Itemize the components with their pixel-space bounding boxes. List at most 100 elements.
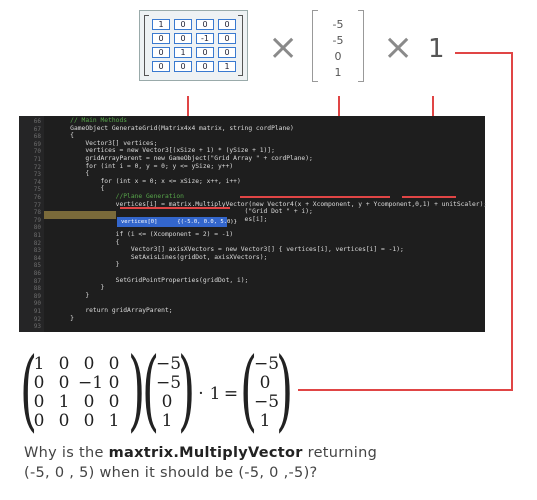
line-number: 74 [33,178,41,186]
matrix-cell: -1 [196,33,214,44]
debug-tooltip[interactable]: vertices[0] {(-5.0, 0.0, 5.0)} [117,217,237,227]
equation-vector-cell: 0 [161,392,173,412]
multiply-sign-1: × [268,27,299,68]
code-line: { [55,170,90,178]
matrix-cell: 1 [218,61,236,72]
paren-right: ) [178,338,196,441]
matrix-cell: 0 [196,47,214,58]
underline [120,207,230,209]
line-number-gutter [19,116,44,332]
equation-matrix-cell: 0 [108,392,120,412]
matrix-cell: 0 [152,33,170,44]
equation-matrix-cell: 0 [58,373,70,393]
matrix-cell: 0 [152,61,170,72]
code-line: SetAxisLines(gridDot, axisXVectors); [55,253,268,261]
equation-result-cell: −5 [254,354,280,374]
matrix-bracket-left [144,15,149,76]
question-part2: returning [302,445,378,461]
multiply-sign-2: × [383,27,414,68]
paren-left: ( [142,338,160,441]
matrix-cell: 0 [174,33,192,44]
line-number: 78 [33,209,41,217]
paren-right: ) [128,338,146,441]
matrix-cell: 0 [152,47,170,58]
matrix-cell: 0 [174,19,192,30]
line-number: 72 [33,163,41,171]
line-number: 88 [33,285,41,293]
underline [240,196,390,198]
equation-matrix-cell: 1 [58,392,70,412]
code-line: { [55,185,105,193]
equation-matrix-cell: −1 [78,373,104,393]
connector-line [511,52,513,391]
line-number: 82 [33,239,41,247]
line-number: 89 [33,292,41,300]
matrix-cell: 0 [218,19,236,30]
matrix-bracket-right [238,15,243,76]
code-line: for (int i = 0, y = 0; y <= ySize; y++) [55,162,234,170]
equation-matrix-cell: 0 [58,354,70,374]
equation-matrix-cell: 1 [33,354,45,374]
top-scalar: 1 [428,34,445,64]
code-line: ("Grid Dot " + i); [55,208,313,216]
code-line: es[i]; [244,215,268,223]
line-number: 68 [33,133,41,141]
line-number: 90 [33,300,41,308]
line-number: 67 [33,125,41,133]
code-editor: 66 // Main Methods 67 GameObject Generate… [19,116,487,332]
equation-result-cell: 1 [259,411,271,431]
line-number: 75 [33,186,41,194]
underline [402,196,456,198]
question-part1: Why is the [24,445,109,461]
matrix-cell: 0 [218,33,236,44]
code-line: SetGridPointProperties(gridDot, i); [55,276,249,284]
line-number: 81 [33,232,41,239]
question-bold: maxtrix.MultiplyVector [108,445,303,461]
code-line: } [55,291,90,299]
connector-line [455,52,513,54]
question-text: Why is the maxtrix.MultiplyVector return… [24,443,524,483]
matrix-cell: 1 [152,19,170,30]
line-number: 83 [33,247,41,255]
line-number: 84 [33,254,41,262]
equation-vector-cell: −5 [156,373,182,393]
line-number: 93 [33,323,41,331]
top-vector-value: 0 [334,50,342,63]
question-line2: (-5, 0 , 5) when it should be (-5, 0 ,-5… [24,465,318,481]
code-line: GameObject GenerateGrid(Matrix4x4 matrix… [55,124,294,132]
code-line: Vector3[] axisXVectors = new Vector3[] {… [55,246,404,254]
line-number: 85 [33,262,41,270]
code-line: // Main Methods [55,117,128,124]
equation-matrix-cell: 0 [83,392,95,412]
line-number: 77 [33,201,41,209]
equation-scalar: 1 [209,384,221,404]
matrix-cell: 0 [196,19,214,30]
top-vector: -5 -5 0 1 [312,10,364,82]
code-line: Vector3[] vertices; [55,139,158,147]
equation-vector-cell: −5 [156,354,182,374]
line-number: 91 [33,308,41,315]
line-number: 69 [33,140,41,148]
equation-result-cell: 0 [259,373,271,393]
equation-matrix-cell: 0 [33,373,45,393]
code-line: } [55,261,120,269]
code-line: vertices = new Vector3[(xSize + 1) * (yS… [55,147,275,155]
top-vector-value: -5 [332,34,344,47]
matrix-cell: 0 [174,61,192,72]
code-line: { [55,132,74,140]
top-vector-value: 1 [334,66,342,79]
matrix-cell: 0 [196,61,214,72]
code-line: } [55,314,74,322]
line-number: 86 [33,270,41,277]
paren-left: ( [240,338,258,441]
equation-matrix-cell: 0 [58,411,70,431]
paren-left: ( [20,338,38,441]
matrix-cell: 0 [218,47,236,58]
code-line: //Plane Generation [55,193,184,200]
line-number: 66 [33,118,41,125]
line-number: 71 [33,156,41,163]
breakpoint-highlight [44,211,116,219]
line-number: 73 [33,171,41,179]
code-line: } [55,284,105,292]
